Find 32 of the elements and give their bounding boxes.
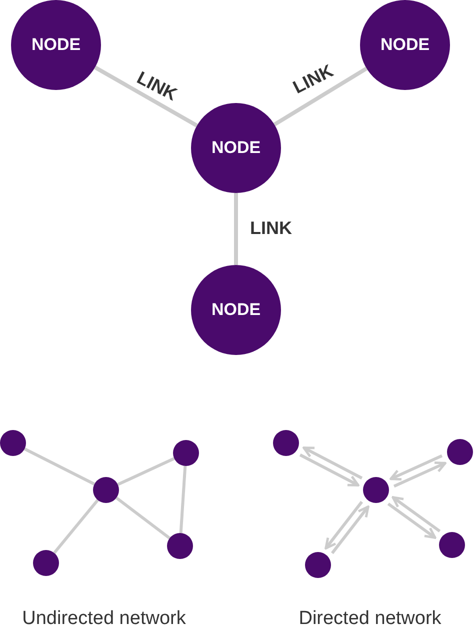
arrow (324, 500, 364, 550)
arrow (330, 505, 370, 554)
arrow (299, 454, 360, 487)
arrow (387, 502, 436, 539)
link-line (234, 193, 238, 265)
node-label: NODE (211, 138, 261, 158)
node-dot (273, 430, 299, 456)
node-label: NODE (211, 300, 261, 320)
arrow (302, 446, 363, 480)
link-line (115, 496, 171, 540)
node-dot (447, 439, 473, 465)
link-line (273, 66, 368, 126)
node-dot (33, 550, 59, 576)
caption: Directed network (298, 608, 442, 630)
node-dot (167, 533, 193, 559)
caption: Undirected network (22, 608, 186, 630)
node-dot (0, 430, 26, 456)
node-dot (173, 440, 199, 466)
arrow (390, 454, 443, 481)
node-dot (93, 477, 119, 503)
link-line (117, 457, 175, 486)
node-dot (305, 552, 331, 578)
arrow (392, 496, 441, 532)
arrow (393, 461, 446, 488)
node-label: NODE (31, 35, 81, 55)
node-dot (363, 477, 389, 503)
link-line (94, 66, 198, 128)
link-line (24, 448, 96, 486)
link-line (179, 466, 187, 534)
node-label: NODE (380, 35, 430, 55)
node-dot (439, 532, 465, 558)
link-line (53, 499, 99, 554)
